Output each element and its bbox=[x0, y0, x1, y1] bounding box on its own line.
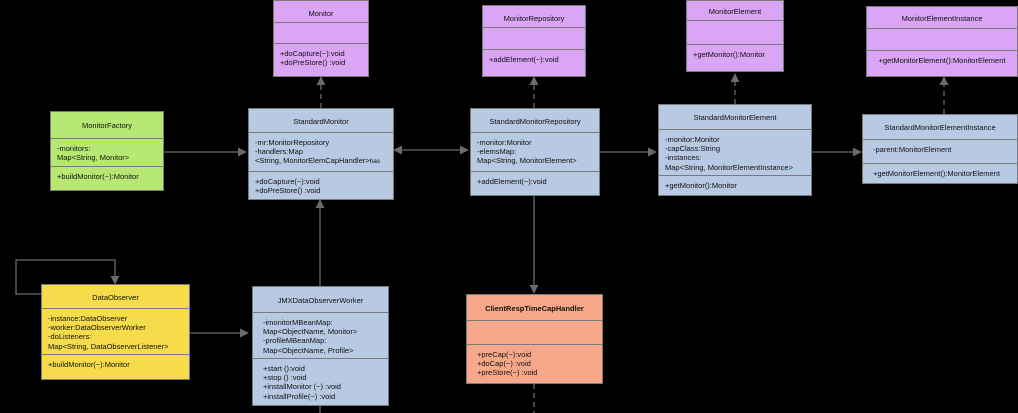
attribute: -worker:DataObserverWorker bbox=[48, 323, 146, 333]
method: +stop () :void bbox=[263, 373, 307, 383]
attribute: <String, MonitorElemCapHandler>has bbox=[255, 156, 387, 166]
class-standard-monitor-element[interactable]: StandardMonitorElement -monitor:Monitor … bbox=[658, 104, 812, 196]
attributes-section: -monitor:Monitor -elemsMap: Map<String, … bbox=[471, 133, 599, 172]
attributes-section: -parent:MonitorElement bbox=[863, 140, 1017, 164]
class-name: MonitorElement bbox=[687, 1, 783, 21]
attributes-section bbox=[467, 321, 602, 345]
method: +getMonitor():Monitor bbox=[693, 50, 765, 59]
class-name: JMXDataObserverWorker bbox=[253, 287, 388, 313]
method: +buildMonitor(~):Monitor bbox=[48, 360, 130, 369]
method: +preStore(~) :void bbox=[477, 368, 538, 378]
method: +start ():void bbox=[263, 364, 305, 373]
class-monitor-repository[interactable]: MonitorRepository +addElement(~):void bbox=[482, 5, 586, 77]
attribute: -handlers:Map bbox=[255, 147, 303, 157]
class-monitor-element-instance[interactable]: MonitorElementInstance +getMonitorElemen… bbox=[866, 6, 1018, 77]
attribute: Map<ObjectName, Profile> bbox=[263, 345, 354, 355]
attribute: -instances: bbox=[665, 153, 702, 163]
method: +buildMonitor(~):Monitor bbox=[57, 172, 139, 181]
methods-section: +doCapture(~):void +doPreStore() :void bbox=[274, 44, 368, 71]
methods-section: +getMonitorElement():MonitorElement bbox=[863, 164, 1017, 182]
method: +doPreStore() :void bbox=[255, 186, 321, 196]
class-monitor-factory[interactable]: MonitorFactory -monitors: Map<String, Mo… bbox=[50, 111, 164, 191]
attributes-section: -imonitorMBeanMap: Map<ObjectName, Monit… bbox=[253, 313, 388, 359]
methods-section: +doCapture(~):void +doPreStore() :void bbox=[249, 172, 393, 199]
attributes-section: -mr:MonitorRepository -handlers:Map <Str… bbox=[249, 133, 393, 172]
method: +doCap(~) :void bbox=[477, 359, 531, 369]
attribute: -monitors: bbox=[57, 144, 91, 153]
method: +addElement(~):void bbox=[489, 55, 559, 64]
attributes-section bbox=[687, 21, 783, 45]
methods-section: +preCap(~):void +doCap(~) :void +preStor… bbox=[467, 345, 602, 382]
attribute: -elemsMap: bbox=[477, 147, 517, 157]
methods-section: +addElement(~):void bbox=[471, 172, 599, 190]
methods-section: +addElement(~):void bbox=[483, 50, 585, 68]
attribute: Map<String, MonitorElementInstance> bbox=[665, 162, 793, 172]
attribute-text: <String, MonitorElemCapHandler> bbox=[255, 156, 370, 166]
attributes-section bbox=[867, 29, 1017, 51]
class-name: DataObserver bbox=[42, 285, 189, 309]
method: +getMonitor():Monitor bbox=[665, 181, 737, 190]
class-name: MonitorFactory bbox=[51, 112, 163, 139]
class-name: Monitor bbox=[274, 1, 368, 23]
method: +installMonitor (~) :void bbox=[263, 382, 341, 392]
method: +getMonitorElement():MonitorElement bbox=[878, 56, 1006, 65]
method: +doPreStore() :void bbox=[280, 58, 346, 68]
methods-section: +buildMonitor(~):Monitor bbox=[51, 167, 163, 185]
relationship-label-has: has bbox=[369, 158, 381, 166]
attributes-section: -instance:DataObserver -worker:DataObser… bbox=[42, 309, 189, 355]
methods-section: +getMonitor():Monitor bbox=[687, 45, 783, 63]
class-name: MonitorRepository bbox=[483, 6, 585, 28]
class-monitor[interactable]: Monitor +doCapture(~):void +doPreStore()… bbox=[273, 0, 369, 77]
attribute: -monitor:Monitor bbox=[477, 138, 532, 147]
attribute: Map<String, MonitorElement> bbox=[477, 156, 577, 166]
method: +installProfile(~) :void bbox=[263, 391, 336, 401]
class-monitor-element[interactable]: MonitorElement +getMonitor():Monitor bbox=[686, 0, 784, 72]
attribute: -mr:MonitorRepository bbox=[255, 138, 330, 147]
class-name: ClientRespTimeCapHandler bbox=[467, 295, 602, 321]
attribute: Map<String, Monitor> bbox=[57, 153, 130, 163]
class-client-resp-time-cap-handler[interactable]: ClientRespTimeCapHandler +preCap(~):void… bbox=[466, 294, 603, 384]
attributes-section bbox=[274, 23, 368, 44]
methods-section: +getMonitor():Monitor bbox=[659, 176, 811, 194]
class-name: StandardMonitorElement bbox=[659, 105, 811, 130]
class-standard-monitor-repository[interactable]: StandardMonitorRepository -monitor:Monit… bbox=[470, 108, 600, 196]
attribute: -instance:DataObserver bbox=[48, 314, 128, 323]
class-name: StandardMonitorElementInstance bbox=[863, 115, 1017, 140]
attribute: Map<String, DataObserverListener> bbox=[48, 341, 169, 351]
method: +addElement(~):void bbox=[477, 177, 547, 186]
method: +doCapture(~):void bbox=[280, 49, 345, 58]
attribute: -capClass:String bbox=[665, 144, 721, 154]
attributes-section: -monitors: Map<String, Monitor> bbox=[51, 139, 163, 167]
class-name: MonitorElementInstance bbox=[867, 7, 1017, 29]
class-standard-monitor-element-instance[interactable]: StandardMonitorElementInstance -parent:M… bbox=[862, 114, 1018, 184]
attribute: -doListeners: bbox=[48, 332, 92, 342]
methods-section: +start ():void +stop () :void +installMo… bbox=[253, 359, 388, 405]
attribute: -profileMBeanMap: bbox=[263, 336, 327, 346]
methods-section: +getMonitorElement():MonitorElement bbox=[867, 51, 1017, 69]
attributes-section bbox=[483, 28, 585, 50]
method: +getMonitorElement():MonitorElement bbox=[873, 169, 1000, 178]
class-jmx-data-observer-worker[interactable]: JMXDataObserverWorker -imonitorMBeanMap:… bbox=[252, 286, 389, 406]
class-standard-monitor[interactable]: StandardMonitor -mr:MonitorRepository -h… bbox=[248, 108, 394, 200]
method: +doCapture(~):void bbox=[255, 177, 320, 186]
self-assoc-dataobserver bbox=[15, 259, 120, 295]
attribute: -imonitorMBeanMap: bbox=[263, 318, 333, 327]
class-data-observer[interactable]: DataObserver -instance:DataObserver -wor… bbox=[41, 284, 190, 380]
method: +preCap(~):void bbox=[477, 350, 532, 359]
attribute: -parent:MonitorElement bbox=[873, 145, 952, 154]
class-name: StandardMonitor bbox=[249, 109, 393, 133]
attributes-section: -monitor:Monitor -capClass:String -insta… bbox=[659, 130, 811, 176]
attribute: -monitor:Monitor bbox=[665, 135, 720, 144]
class-name: StandardMonitorRepository bbox=[471, 109, 599, 133]
attribute: Map<ObjectName, Monitor> bbox=[263, 327, 358, 337]
methods-section: +buildMonitor(~):Monitor bbox=[42, 355, 189, 373]
